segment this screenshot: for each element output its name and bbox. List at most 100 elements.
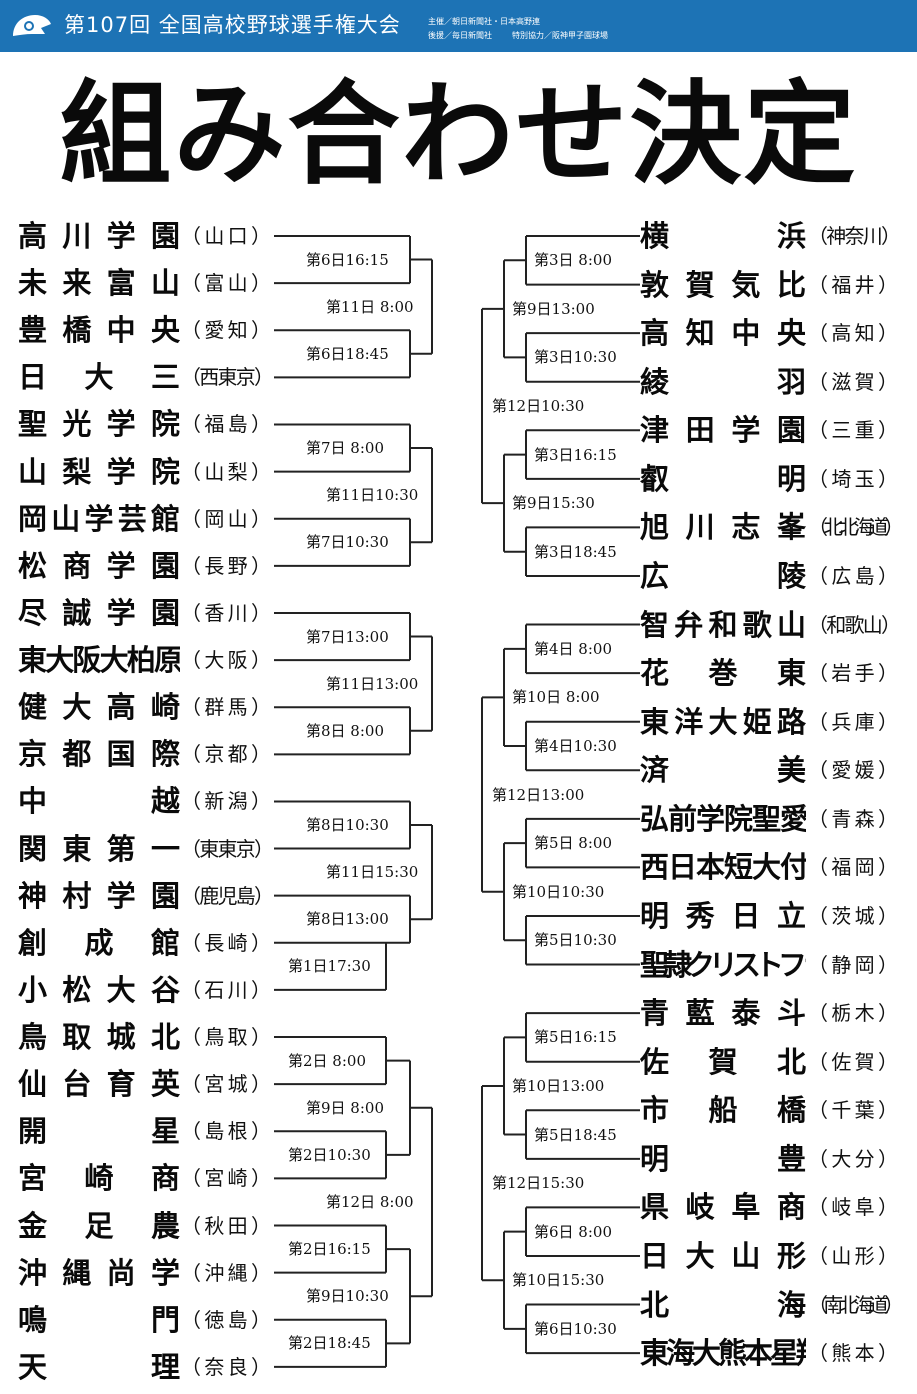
prefecture-right: （三重）	[808, 418, 898, 443]
match-time-round1: 第5日16:15	[532, 1027, 619, 1048]
match-time-round1: 第8日10:30	[304, 815, 391, 835]
match-time-round1: 第4日10:30	[532, 735, 619, 756]
match-time-round1: 第7日 8:00	[304, 438, 386, 459]
school-name-left: 鳥取城北	[18, 1020, 180, 1055]
match-time-round2: 第9日 8:00	[304, 1097, 386, 1118]
prefecture-left: （宮城）	[181, 1072, 271, 1097]
school-name-left: 日大三	[18, 360, 180, 395]
prefecture-right: （茨城）	[808, 903, 898, 928]
school-name-left: 宮崎商	[18, 1161, 180, 1196]
school-name-left: 健大高崎	[18, 690, 180, 725]
school-name-left: 金足農	[18, 1208, 180, 1243]
match-time-round1: 第2日 8:00	[286, 1050, 368, 1071]
school-name-left: 高川学園	[18, 219, 180, 253]
match-time-round1: 第2日18:45	[286, 1333, 373, 1354]
school-name-right: 横浜	[640, 219, 806, 253]
prefecture-left: （鳥取）	[181, 1025, 271, 1050]
school-name-right: 明豊	[640, 1141, 806, 1176]
prefecture-left: （長野）	[181, 553, 271, 578]
prefecture-left: （秋田）	[181, 1213, 271, 1238]
sponsor-credit: 後援／毎日新聞社	[428, 31, 492, 40]
match-time-round1: 第6日10:30	[532, 1318, 619, 1339]
school-name-right: 市船橋	[640, 1093, 806, 1128]
school-name-right: 東洋大姫路	[640, 704, 806, 739]
prefecture-right: （埼玉）	[808, 466, 898, 491]
school-name-right: 弘前学院聖愛	[640, 801, 806, 836]
match-time-round1: 第8日 8:00	[304, 720, 386, 741]
school-name-right: 青藍泰斗	[640, 996, 806, 1031]
match-time-round1: 第5日18:45	[532, 1124, 619, 1145]
prefecture-right: （佐賀）	[808, 1049, 898, 1074]
prefecture-left: （島根）	[181, 1119, 271, 1144]
match-time-round1: 第2日16:15	[286, 1239, 373, 1260]
prefecture-right: （南北海道）	[808, 1292, 898, 1317]
match-time-round3: 第12日 8:00	[324, 1191, 416, 1212]
match-time-round1: 第6日16:15	[304, 249, 391, 270]
school-name-left: 開星	[18, 1114, 180, 1149]
prefecture-right: （兵庫）	[808, 709, 898, 734]
match-time-round2: 第11日13:00	[324, 673, 421, 694]
prefecture-left: （長崎）	[181, 930, 271, 955]
match-time-first-round: 第1日17:30	[286, 956, 373, 977]
prefecture-left: （宮崎）	[181, 1166, 271, 1191]
school-name-left: 未来富山	[18, 266, 180, 301]
school-name-right: 北海	[640, 1287, 806, 1322]
match-time-round2: 第10日13:00	[510, 1075, 607, 1096]
prefecture-left: （東東京）	[181, 836, 271, 861]
school-name-left: 神村学園	[18, 878, 180, 913]
school-name-right: 敦賀気比	[640, 267, 806, 302]
match-time-round1: 第6日18:45	[304, 343, 391, 364]
school-name-right: 広陵	[640, 558, 806, 593]
match-time-round1: 第3日10:30	[532, 347, 619, 368]
prefecture-right: （滋賀）	[808, 369, 898, 394]
school-name-left: 岡山学芸館	[18, 501, 180, 536]
prefecture-left: （徳島）	[181, 1307, 271, 1332]
school-name-left: 鳴門	[18, 1302, 180, 1337]
match-time-round3: 第12日15:30	[490, 1173, 587, 1194]
school-name-left: 創成館	[18, 925, 180, 960]
prefecture-right: （高知）	[808, 321, 898, 346]
tournament-title: 第107回 全国高校野球選手権大会	[64, 13, 401, 37]
school-name-left: 松商学園	[18, 548, 180, 583]
match-time-round1: 第5日10:30	[532, 930, 619, 951]
prefecture-left: （愛知）	[181, 318, 271, 343]
school-name-right: 佐賀北	[640, 1044, 806, 1079]
match-time-round1: 第8日13:00	[304, 909, 391, 930]
school-name-left: 沖縄尚学	[18, 1255, 180, 1290]
school-name-left: 関東第一	[18, 831, 180, 866]
school-name-right: 旭川志峯	[640, 510, 806, 545]
prefecture-left: （石川）	[181, 977, 271, 1002]
prefecture-right: （青森）	[808, 806, 898, 831]
school-name-left: 聖光学院	[18, 407, 180, 442]
prefecture-left: （山梨）	[181, 459, 271, 484]
school-name-right: 綾羽	[640, 364, 806, 399]
match-time-round1: 第6日 8:00	[532, 1221, 614, 1242]
match-time-round1: 第3日 8:00	[532, 250, 614, 271]
school-name-right: 高知中央	[640, 316, 806, 351]
match-time-round2: 第11日 8:00	[324, 296, 416, 317]
prefecture-left: （福島）	[181, 412, 271, 437]
match-time-round1: 第3日16:15	[532, 444, 619, 465]
match-time-round3: 第12日13:00	[490, 784, 587, 805]
baseball-logo-icon	[13, 15, 51, 36]
match-time-round1: 第3日18:45	[532, 541, 619, 562]
school-name-left: 仙台育英	[18, 1067, 180, 1102]
prefecture-right: （静岡）	[808, 952, 898, 977]
prefecture-right: （福岡）	[808, 855, 898, 880]
match-time-round2: 第10日10:30	[510, 881, 607, 902]
prefecture-right: （千葉）	[808, 1098, 898, 1123]
prefecture-right: （和歌山）	[808, 612, 898, 637]
prefecture-left: （新潟）	[181, 789, 271, 814]
school-name-left: 小松大谷	[18, 972, 180, 1007]
prefecture-right: （大分）	[808, 1146, 898, 1171]
prefecture-right: （岩手）	[808, 661, 898, 686]
school-name-left: 豊橋中央	[18, 313, 180, 348]
prefecture-left: （鹿児島）	[181, 883, 271, 908]
school-name-right: 叡明	[640, 461, 806, 496]
match-time-round1: 第5日 8:00	[532, 833, 614, 854]
prefecture-left: （沖縄）	[181, 1260, 271, 1285]
match-time-round2: 第9日10:30	[304, 1286, 391, 1307]
headline: 組み合わせ決定	[59, 70, 858, 200]
